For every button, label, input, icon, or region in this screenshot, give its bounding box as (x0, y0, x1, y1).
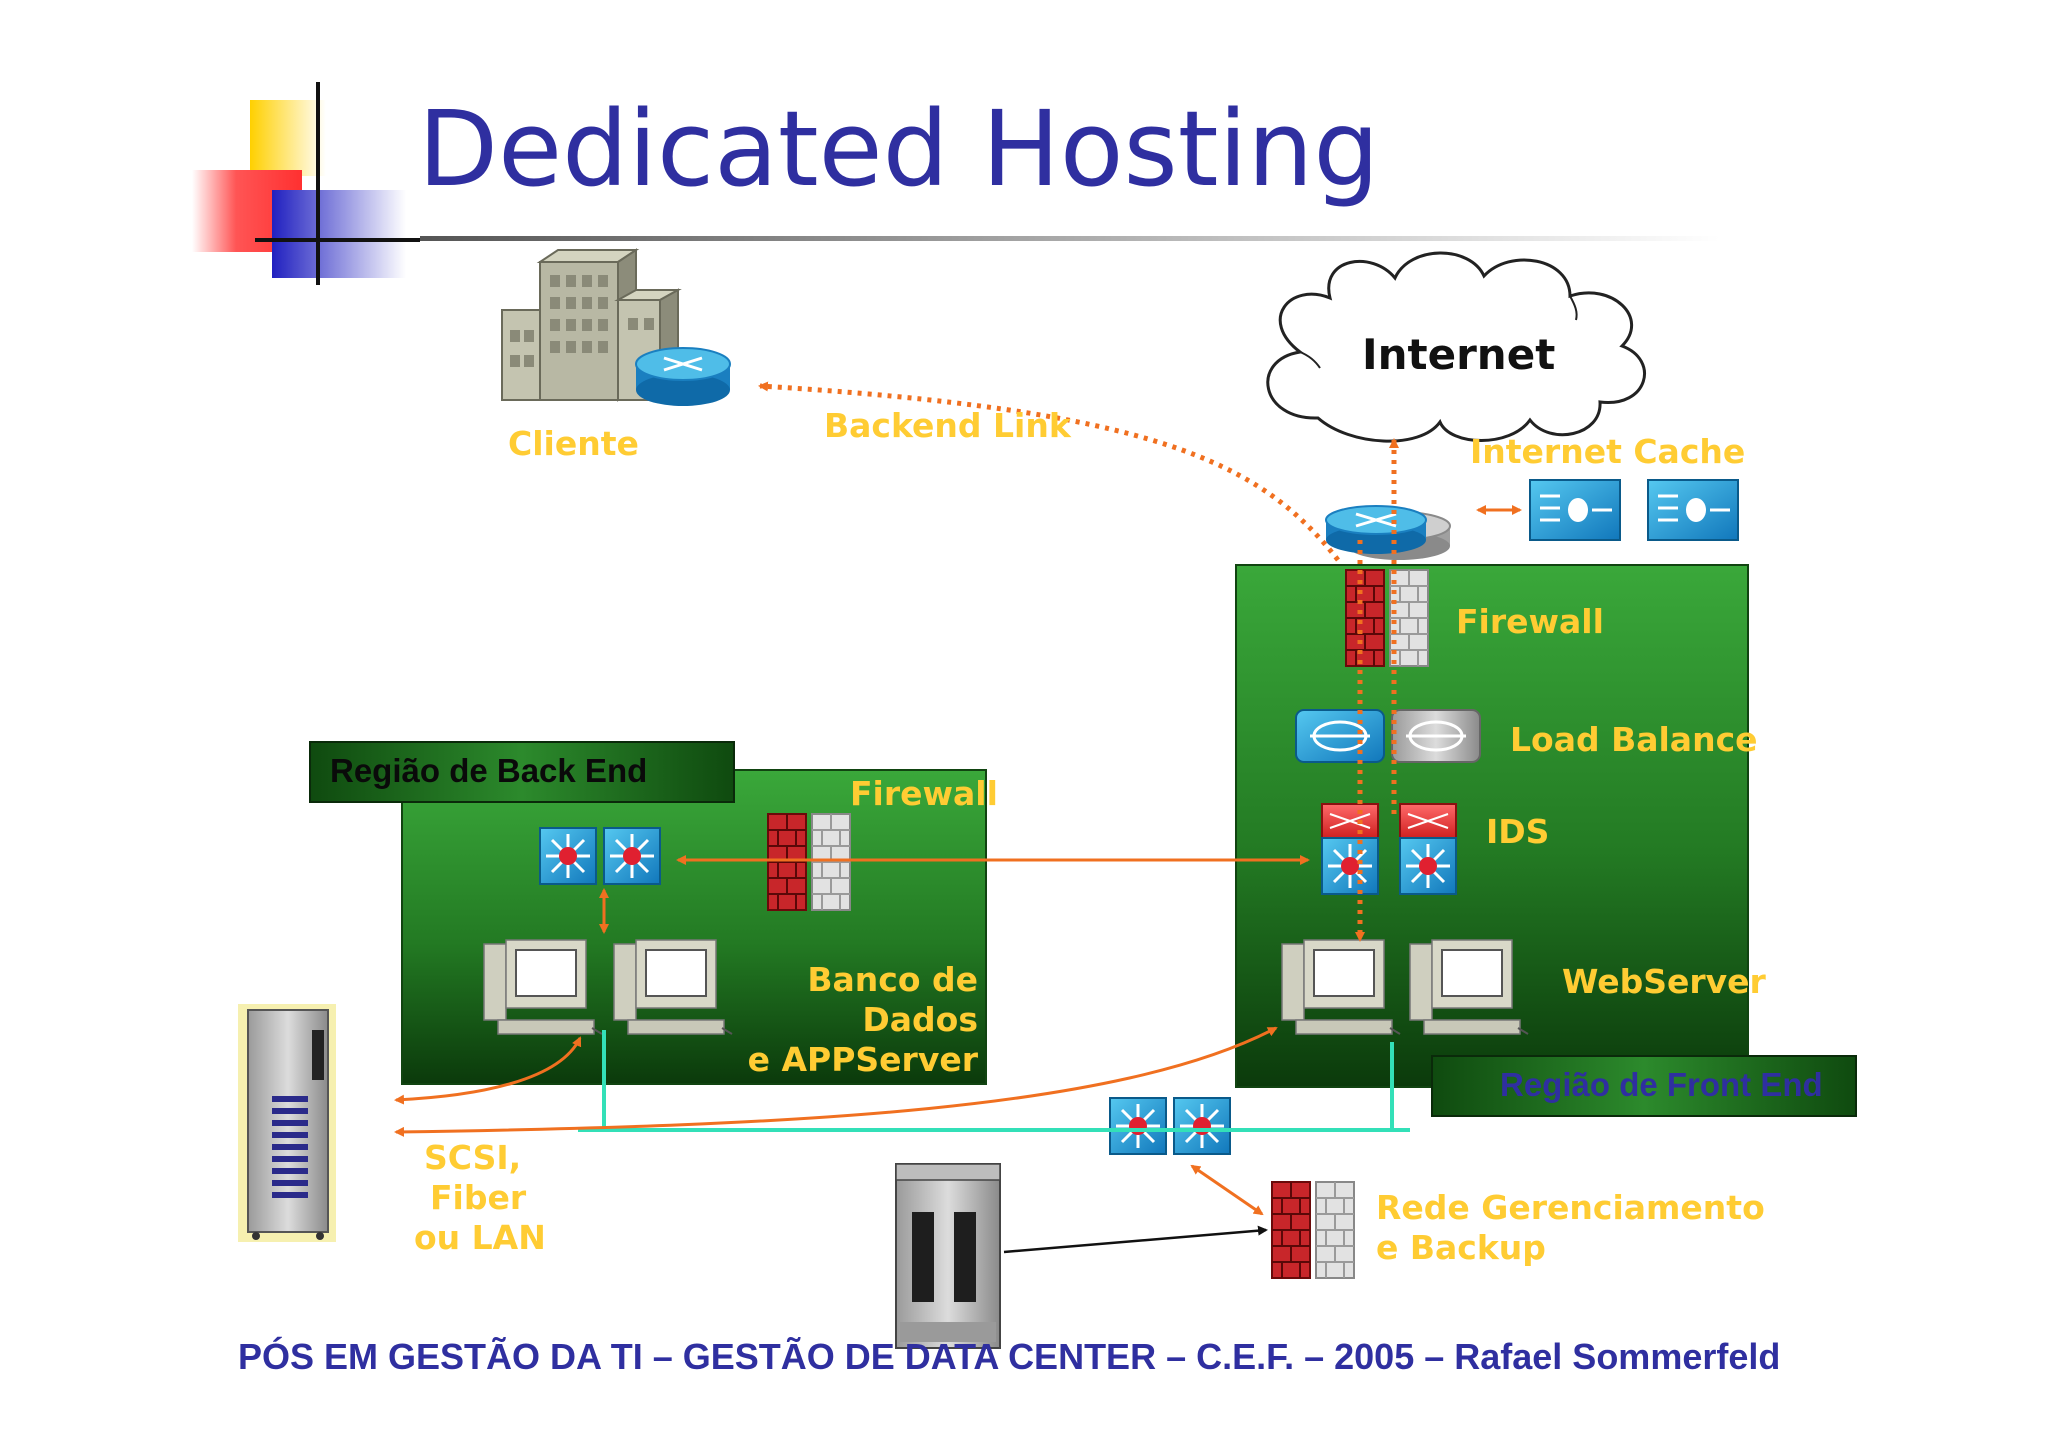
banco-label-line1: Banco de (807, 960, 978, 999)
page-title: Dedicated Hosting (418, 88, 1380, 210)
workstation-icon-db-1 (483, 939, 603, 1035)
edge-router-icon (1325, 505, 1451, 560)
firewall-front-label: Firewall (1456, 602, 1604, 641)
cache-icon-2 (1647, 479, 1739, 541)
webserver-label: WebServer (1562, 962, 1766, 1001)
backup-link (1003, 1225, 1268, 1254)
switch-icon-mgmt-1 (1108, 1096, 1168, 1156)
title-decoration (192, 82, 1720, 285)
scsi-label-line2: Fiber (430, 1178, 527, 1217)
scsi-label-line1: SCSI, (424, 1138, 522, 1177)
cloud-icon (1266, 251, 1646, 443)
ids-icon (1320, 803, 1458, 896)
scsi-label-line3: ou LAN (414, 1218, 546, 1257)
front-end-region-tag (1431, 1055, 1857, 1117)
ids-label: IDS (1486, 812, 1550, 851)
rede-label-line1: Rede Gerenciamento (1376, 1188, 1765, 1227)
storage-array-icon (238, 1004, 336, 1242)
load-balance-label: Load Balance (1510, 720, 1758, 759)
internet-label: Internet (1362, 330, 1556, 379)
switch-icon-back-2 (602, 826, 662, 886)
workstation-icon-web-1 (1281, 939, 1401, 1035)
switch-icon-back-1 (538, 826, 598, 886)
orange-links (394, 381, 1522, 1216)
back-end-region-tag (309, 741, 735, 803)
workstation-icon-web-2 (1409, 939, 1529, 1035)
back-end-region-title: Região de Back End (330, 752, 648, 789)
cache-icon (1529, 479, 1621, 541)
backend-link-label: Backend Link (824, 406, 1071, 445)
footer: PÓS EM GESTÃO DA TI – GESTÃO DE DATA CEN… (238, 1336, 1781, 1377)
workstation-icon-db-2 (613, 939, 733, 1035)
banco-label-line2: Dados (862, 1000, 978, 1039)
tape-library-icon (895, 1163, 1001, 1349)
firewall-back-label: Firewall (850, 774, 998, 813)
router-icon (635, 347, 731, 406)
banco-label-line3: e APPServer (747, 1040, 978, 1079)
switch-icon-mgmt-2 (1172, 1096, 1232, 1156)
front-end-region-title: Região de Front End (1500, 1066, 1823, 1103)
internet-cache-label: Internet Cache (1470, 432, 1746, 471)
rede-label-line2: e Backup (1376, 1228, 1546, 1267)
cliente-label: Cliente (508, 424, 639, 463)
firewall-icon-mgmt (1271, 1181, 1355, 1279)
